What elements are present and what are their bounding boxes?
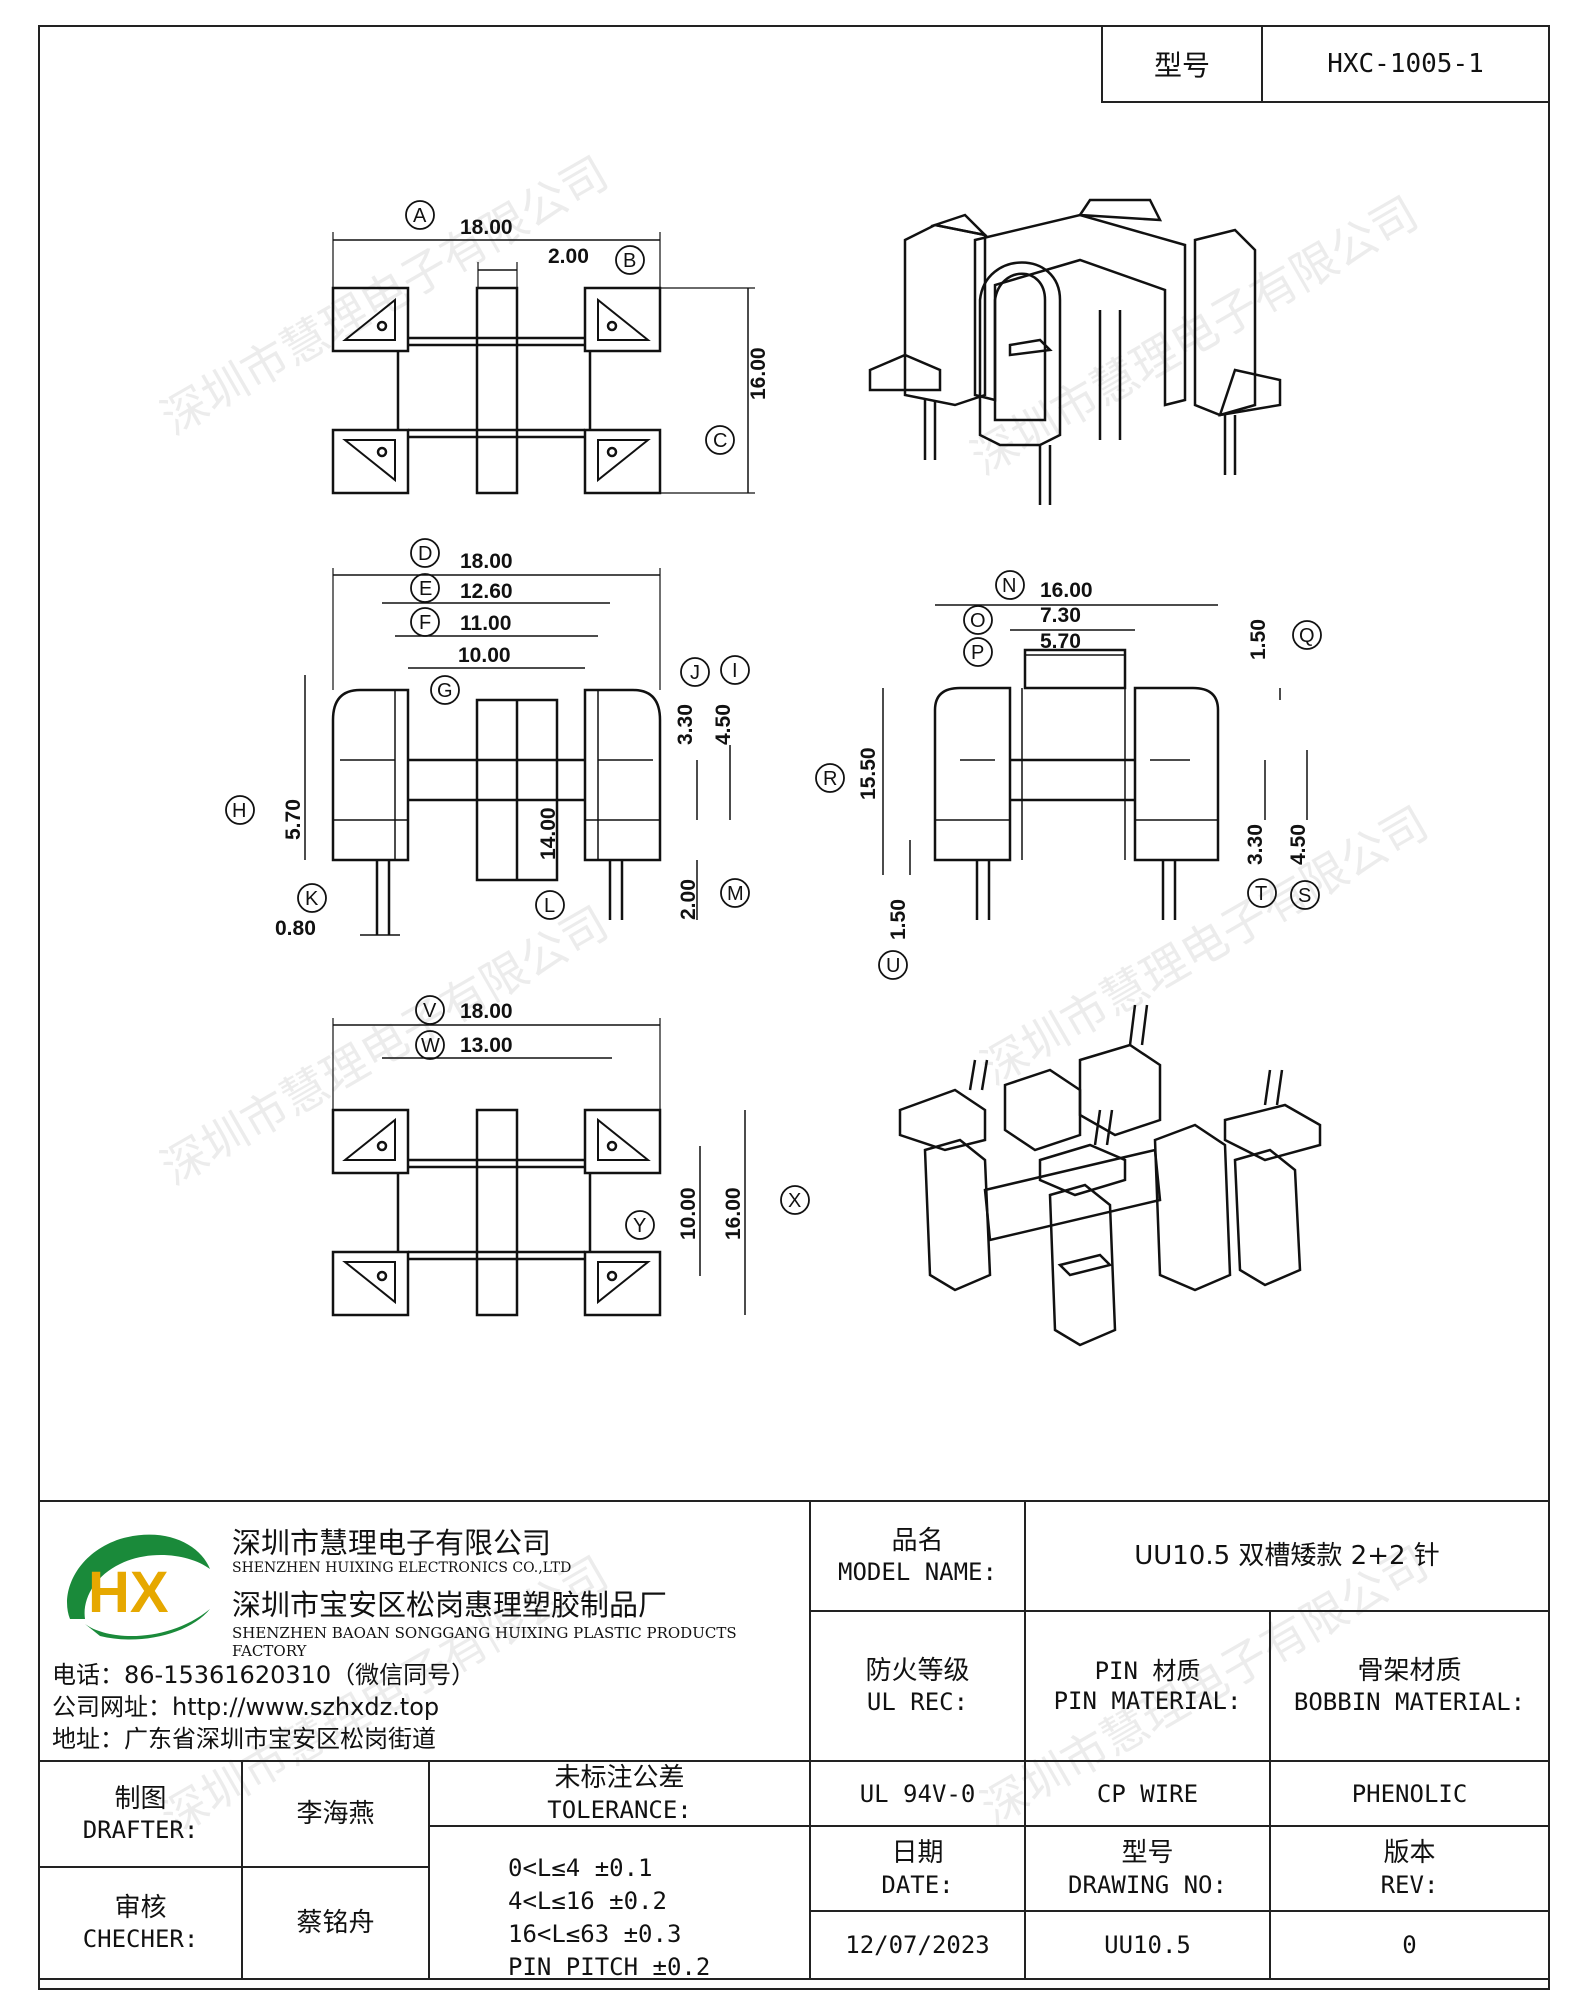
dim-K-value: 0.80 [275, 917, 316, 940]
dim-X-value: 16.00 [722, 1187, 745, 1240]
dim-G-value: 10.00 [458, 644, 511, 667]
svg-text:M: M [727, 883, 744, 905]
svg-text:A: A [413, 205, 427, 227]
dim-D-value: 18.00 [460, 550, 513, 573]
front-view [304, 568, 731, 936]
svg-text:H: H [232, 800, 246, 822]
svg-text:L: L [544, 895, 555, 917]
svg-text:T: T [1255, 883, 1267, 905]
svg-text:V: V [423, 1000, 437, 1022]
svg-text:I: I [732, 660, 738, 682]
svg-text:P: P [971, 642, 984, 664]
svg-text:J: J [690, 662, 700, 684]
tolerance-row: 0<L≤4 ±0.1 [508, 1854, 653, 1882]
svg-text:K: K [305, 888, 319, 910]
dim-F-value: 11.00 [460, 612, 511, 635]
checker-name: 蔡铭舟 [241, 1866, 430, 1980]
iso-view-top [868, 198, 1282, 505]
dim-P-value: 5.70 [1040, 630, 1081, 653]
dim-N-value: 16.00 [1040, 579, 1093, 602]
company-address: 地址：广东省深圳市宝安区松岗街道 [52, 1725, 436, 1753]
technical-drawing: 18.00 2.00 16.00 A B C [225, 198, 1322, 1347]
svg-text:Y: Y [633, 1215, 646, 1237]
ul-rec-value: UL 94V-0 [809, 1760, 1026, 1827]
svg-text:D: D [418, 543, 432, 565]
company-phone: 电话：86-15361620310（微信同号） [52, 1661, 476, 1689]
dim-S-value: 4.50 [1287, 824, 1310, 865]
label-circles-bottom: V W X Y [415, 995, 810, 1240]
dim-V-value: 18.00 [460, 1000, 513, 1023]
svg-text:Q: Q [1299, 625, 1315, 647]
dim-C-value: 16.00 [747, 347, 770, 400]
tolerance-row: 16<L≤63 ±0.3 [508, 1920, 682, 1948]
dim-A-value: 18.00 [460, 216, 513, 239]
svg-text:G: G [437, 680, 453, 702]
svg-text:U: U [886, 955, 900, 977]
top-view [331, 232, 755, 495]
company-name-en: SHENZHEN HUIXING ELECTRONICS CO.,LTD [232, 1560, 572, 1576]
label-circles-top: A B C [405, 200, 735, 455]
svg-text:W: W [421, 1035, 440, 1057]
dim-L-value: 14.00 [537, 807, 560, 860]
dim-R-value: 15.50 [857, 747, 880, 800]
svg-text:R: R [823, 768, 837, 790]
svg-text:O: O [970, 610, 986, 632]
dim-Q-value: 1.50 [1247, 619, 1270, 660]
factory-name-cn: 深圳市宝安区松岗惠理塑胶制品厂 [232, 1588, 668, 1622]
tolerance-row: 4<L≤16 ±0.2 [508, 1887, 667, 1915]
dim-O-value: 7.30 [1040, 604, 1081, 627]
factory-name-en: SHENZHEN BAOAN SONGGANG HUIXING PLASTIC … [232, 1624, 737, 1660]
side-view [882, 604, 1308, 920]
date-value: 12/07/2023 [809, 1910, 1026, 1980]
svg-text:B: B [623, 250, 636, 272]
dim-B-value: 2.00 [548, 245, 589, 268]
tolerance-list: 0<L≤4 ±0.1 4<L≤16 ±0.2 16<L≤63 ±0.3 PIN … [508, 1852, 710, 1984]
rev-value: 0 [1269, 1910, 1550, 1980]
svg-text:X: X [788, 1190, 801, 1212]
dim-I-value: 4.50 [712, 704, 735, 745]
dim-U-value: 1.50 [887, 899, 910, 940]
drafter-name: 李海燕 [241, 1760, 430, 1868]
logo-text: HX [88, 1560, 169, 1625]
company-name-cn: 深圳市慧理电子有限公司 [232, 1526, 552, 1560]
bottom-view [331, 1018, 746, 1317]
company-logo-icon: HX [67, 1534, 210, 1640]
dim-Y-value: 10.00 [677, 1187, 700, 1240]
company-website: 公司网址：http://www.szhxdz.top [52, 1693, 440, 1721]
model-number-box: 型号 HXC-1005-1 [1101, 27, 1548, 103]
company-info: HX 深圳市慧理电子有限公司 SHENZHEN HUIXING ELECTRON… [38, 1500, 811, 1762]
drawing-sheet: 型号 HXC-1005-1 [38, 25, 1550, 1990]
tolerance-row: PIN PITCH ±0.2 [508, 1953, 711, 1981]
dim-M-value: 2.00 [677, 879, 700, 920]
dim-J-value: 3.30 [674, 704, 697, 745]
label-circles-front: D E F G H I J K L M [225, 538, 750, 920]
svg-text:E: E [419, 578, 432, 600]
svg-text:F: F [419, 612, 431, 634]
pin-material-value: CP WIRE [1024, 1760, 1271, 1827]
dim-E-value: 12.60 [460, 580, 513, 603]
dim-T-value: 3.30 [1244, 824, 1267, 865]
svg-text:N: N [1002, 575, 1016, 597]
model-value: HXC-1005-1 [1327, 49, 1484, 79]
iso-view-bottom [898, 1004, 1322, 1347]
label-circles-side: N O P Q R S T U [815, 570, 1322, 980]
model-name-value: UU10.5 双槽矮款 2+2 针 [1024, 1500, 1550, 1612]
dim-H-value: 5.70 [282, 799, 305, 840]
svg-text:C: C [713, 430, 727, 452]
drawing-no-value: UU10.5 [1024, 1910, 1271, 1980]
model-label: 型号 [1103, 27, 1263, 101]
svg-text:S: S [1298, 885, 1311, 907]
bobbin-material-value: PHENOLIC [1269, 1760, 1550, 1827]
dim-W-value: 13.00 [460, 1034, 513, 1057]
